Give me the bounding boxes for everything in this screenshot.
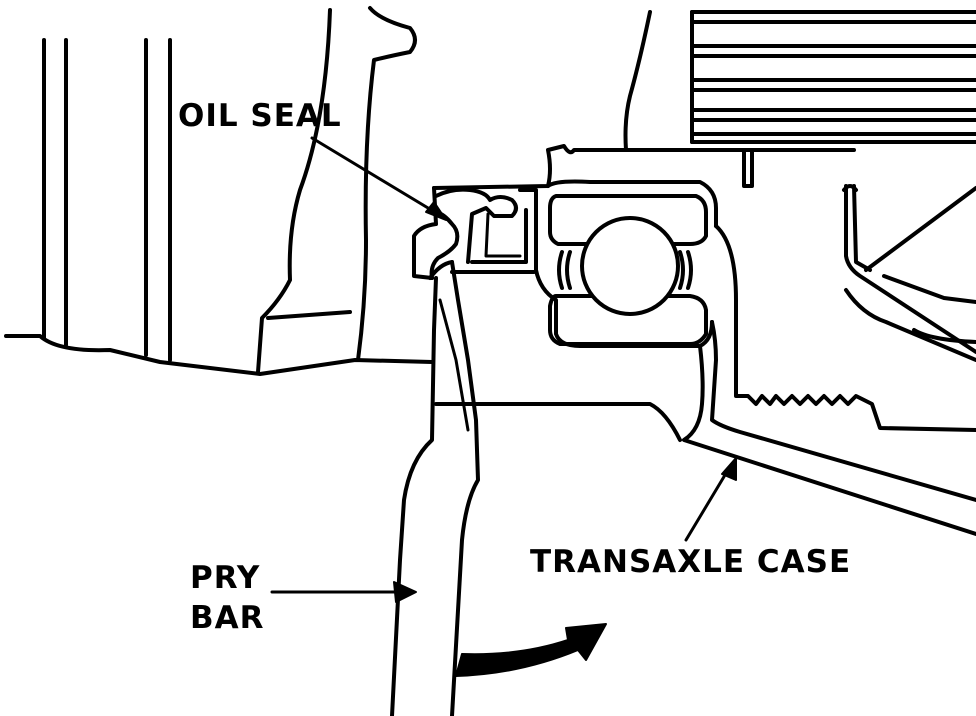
oil-seal-label: OIL SEAL (178, 98, 342, 134)
upper-plates (623, 10, 976, 188)
case-wall (434, 184, 976, 536)
oil-seal-leader (310, 136, 447, 221)
curved-arrow-icon (455, 623, 607, 677)
transaxle-case-leader (684, 457, 737, 542)
bearing (548, 194, 708, 346)
pry-bar (390, 260, 480, 716)
pry-bar-label-line2: BAR (190, 600, 265, 636)
transaxle-case-label: TRANSAXLE CASE (530, 544, 851, 580)
pry-bar-label-line1: PRY (190, 560, 260, 596)
shaft-housing (256, 6, 417, 374)
pry-bar-leader (270, 581, 417, 603)
left-housing (4, 38, 434, 376)
seal-housing (412, 144, 856, 348)
